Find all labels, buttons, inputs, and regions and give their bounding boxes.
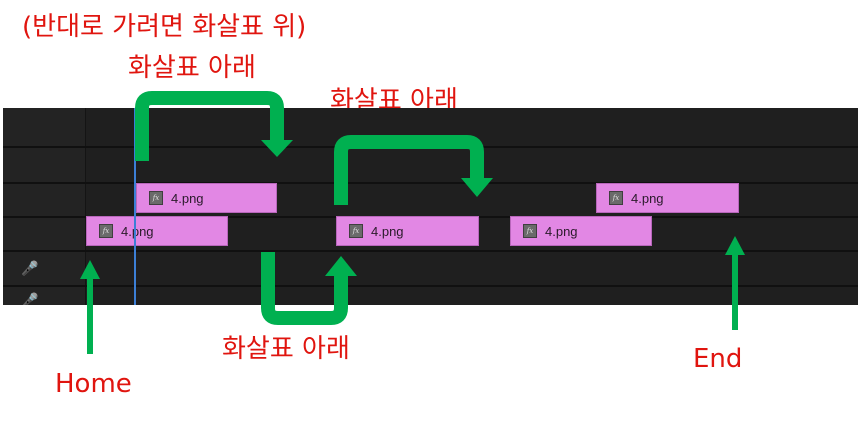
clip[interactable]: fx 4.png [336, 216, 479, 246]
clip[interactable]: fx 4.png [510, 216, 652, 246]
microphone-icon[interactable]: 🎤 [21, 293, 39, 305]
clip-name: 4.png [545, 223, 578, 239]
fx-icon: fx [99, 224, 113, 238]
clip[interactable]: fx 4.png [136, 183, 277, 213]
fx-icon: fx [609, 191, 623, 205]
clip[interactable]: fx 4.png [596, 183, 739, 213]
clip-name: 4.png [631, 190, 664, 206]
clip-name: 4.png [171, 190, 204, 206]
end-label: End [693, 344, 743, 374]
reverse-direction-note: (반대로 가려면 화살표 위) [22, 12, 307, 42]
fx-icon: fx [349, 224, 363, 238]
track-divider [3, 285, 858, 287]
track-divider [3, 146, 858, 148]
clip-name: 4.png [121, 223, 154, 239]
timeline-panel[interactable]: 🎤 🎤 fx 4.png fx 4.png fx 4.png fx 4.png … [3, 108, 858, 305]
clip[interactable]: fx 4.png [86, 216, 228, 246]
playhead[interactable] [134, 108, 136, 305]
track-divider [3, 250, 858, 252]
track-header-column [3, 108, 86, 305]
microphone-icon[interactable]: 🎤 [21, 261, 39, 277]
fx-icon: fx [523, 224, 537, 238]
arrow-down-label-1: 화살표 아래 [128, 53, 256, 83]
fx-icon: fx [149, 191, 163, 205]
home-label: Home [55, 369, 132, 399]
clip-name: 4.png [371, 223, 404, 239]
arrow-down-label-3: 화살표 아래 [222, 334, 350, 364]
